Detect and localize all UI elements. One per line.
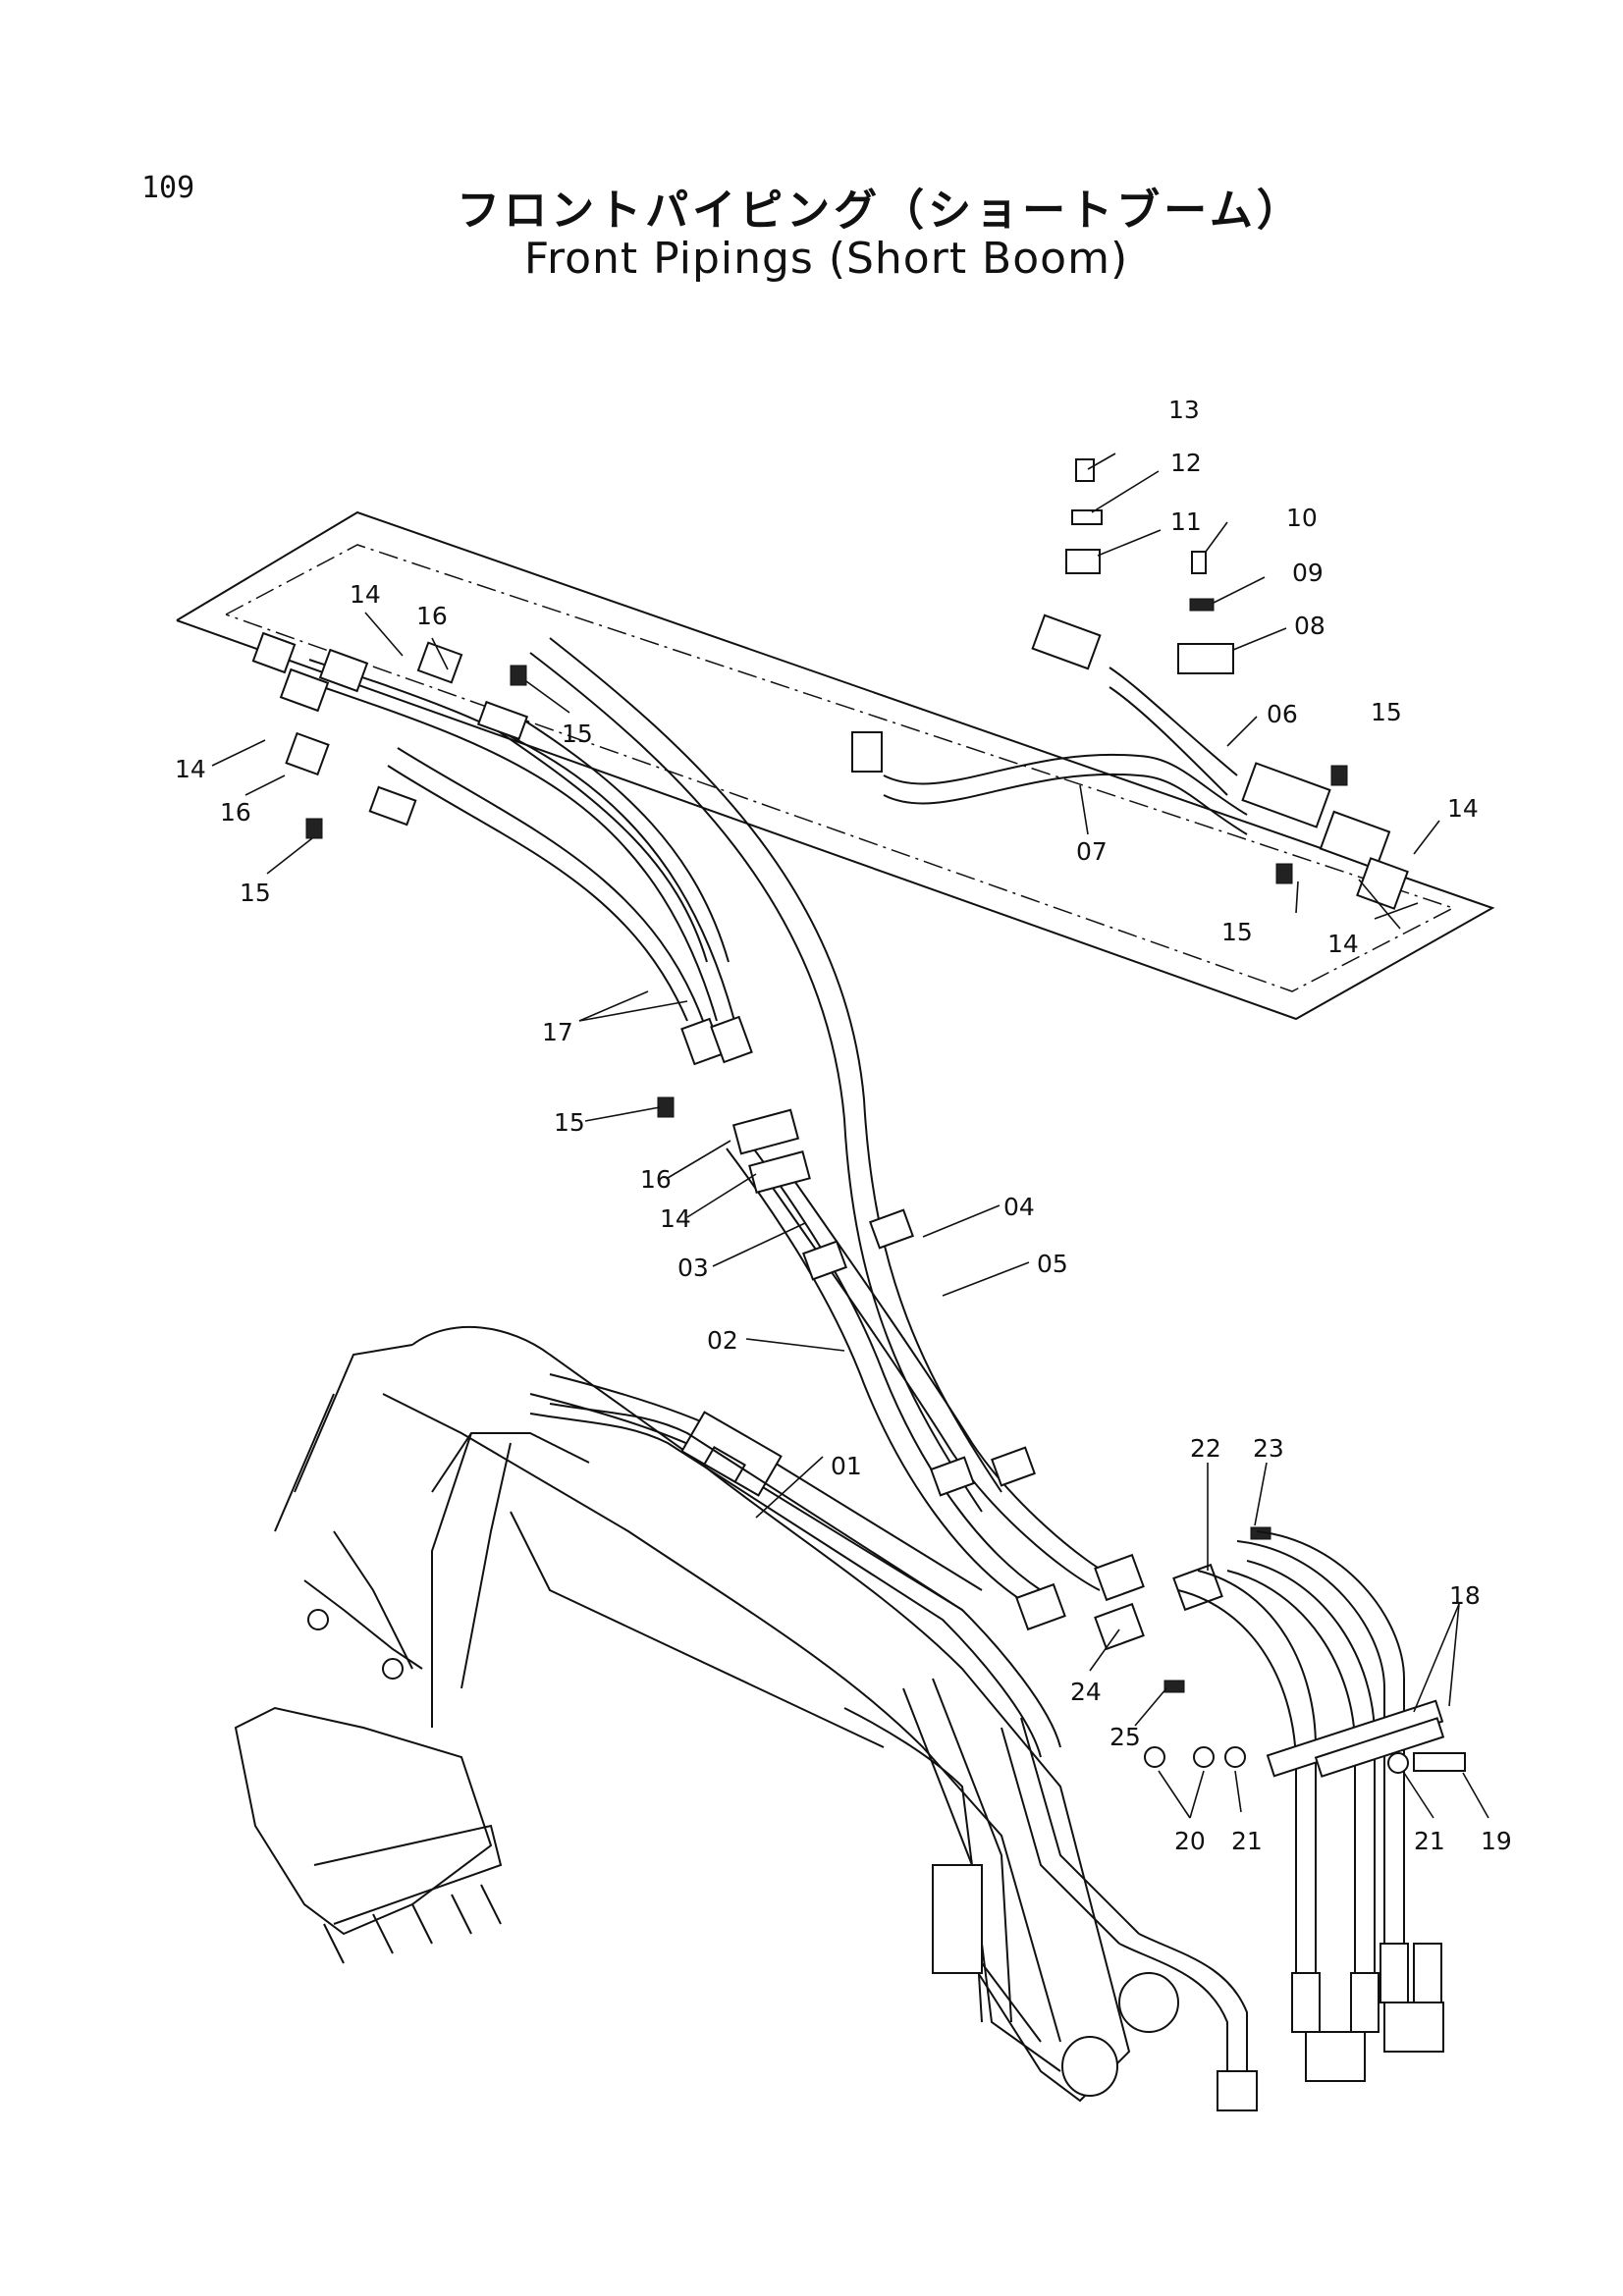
boom-hoses <box>529 637 1120 1601</box>
hose-assembly-17 <box>294 659 735 1022</box>
callout-19: 19 <box>1481 1827 1512 1855</box>
callout-21-left: 21 <box>1231 1827 1263 1855</box>
arm-hoses <box>1177 1530 1444 2082</box>
callout-22: 22 <box>1190 1434 1221 1463</box>
title-english: Front Pipings (Short Boom) <box>523 234 1129 284</box>
callout-08: 08 <box>1294 612 1325 640</box>
callout-15-right-upper: 15 <box>1371 698 1402 726</box>
callout-18: 18 <box>1449 1581 1481 1610</box>
callout-16-left: 16 <box>220 798 251 827</box>
bolts-15 <box>305 665 1348 1118</box>
callout-17: 17 <box>542 1018 573 1046</box>
callout-15-left: 15 <box>240 879 271 907</box>
detail-inset-frame <box>176 510 1495 1021</box>
flange-fittings-22-24 <box>1015 1526 1271 1693</box>
callout-13: 13 <box>1168 396 1200 424</box>
arm-cylinder <box>529 1373 983 1611</box>
callout-25: 25 <box>1109 1723 1141 1751</box>
boom-cylinder <box>902 1678 1012 2023</box>
callout-labels: 13 12 11 10 09 08 06 07 15 14 15 14 14 1… <box>175 396 1512 1855</box>
callout-02: 02 <box>707 1326 738 1355</box>
pipes-06-07 <box>851 614 1409 910</box>
callout-14-top-left: 14 <box>350 580 381 609</box>
fittings-upper-left <box>251 631 753 1066</box>
callout-09: 09 <box>1292 559 1324 587</box>
clamp-parts-08-13 <box>1065 458 1234 674</box>
bucket <box>234 1530 503 1964</box>
callout-15-mid: 15 <box>554 1108 585 1137</box>
callout-06: 06 <box>1267 700 1298 728</box>
callout-07: 07 <box>1076 837 1108 866</box>
callout-14-left: 14 <box>175 755 206 783</box>
callout-15-right-lower: 15 <box>1221 918 1253 946</box>
title-japanese: フロントパイピング（ショートブーム） <box>457 186 1304 236</box>
page-number: 109 <box>141 171 195 205</box>
callout-14-mid: 14 <box>660 1204 691 1233</box>
hose-clamps <box>731 1108 1036 1497</box>
leader-lines <box>211 453 1489 1819</box>
arm-piping-01 <box>529 1403 1258 2111</box>
callout-03: 03 <box>677 1254 709 1282</box>
hose-support-18-21 <box>1144 1699 1466 1778</box>
callout-16-top-left: 16 <box>416 602 448 630</box>
callout-12: 12 <box>1170 449 1202 477</box>
callout-24: 24 <box>1070 1678 1102 1706</box>
callout-01: 01 <box>831 1452 862 1480</box>
callout-14-right-upper: 14 <box>1447 794 1479 823</box>
callout-10: 10 <box>1286 504 1318 532</box>
callout-11: 11 <box>1170 507 1202 536</box>
callout-23: 23 <box>1253 1434 1284 1463</box>
callout-14-right-lower: 14 <box>1327 930 1359 958</box>
callout-20: 20 <box>1174 1827 1206 1855</box>
callout-04: 04 <box>1003 1193 1035 1221</box>
callout-16-mid: 16 <box>640 1165 672 1194</box>
callout-21-right: 21 <box>1414 1827 1445 1855</box>
callout-15-top-left: 15 <box>562 720 593 748</box>
callout-05: 05 <box>1037 1250 1068 1278</box>
